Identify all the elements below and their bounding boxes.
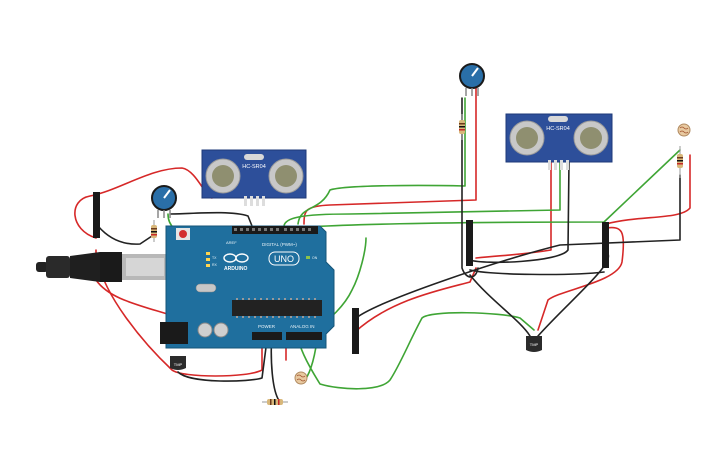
wire-black [177, 331, 269, 382]
potentiometer-top[interactable] [459, 63, 485, 96]
usb-cable-end [36, 262, 48, 272]
arduino-logo-icon [223, 253, 249, 263]
capacitor [213, 322, 229, 338]
usb-cable-plug [70, 252, 100, 282]
crystal-oscillator [195, 283, 217, 293]
resistor-right [677, 146, 683, 178]
wire-red [537, 226, 625, 331]
rx-label: RX [212, 263, 218, 267]
reset-button [179, 230, 187, 238]
temperature-sensor-right: TMP [526, 336, 542, 352]
header-strip-right [602, 222, 609, 268]
arduino-uno: AREF DIGITAL (PWM~) TX RX ARDUINO UNO ON [160, 225, 335, 349]
power-label: POWER [258, 324, 276, 329]
analog-header [286, 332, 322, 340]
usb-cable-boot [46, 256, 70, 278]
resistor-left [151, 220, 157, 242]
wire-black [469, 269, 605, 276]
on-label: ON [312, 256, 318, 260]
wire-green [297, 97, 466, 225]
atmega-chip [232, 300, 322, 316]
crystal [548, 116, 568, 122]
wire-black [469, 159, 570, 264]
arduino-model: UNO [274, 254, 294, 264]
usb-connector [100, 252, 122, 282]
wire-black [469, 274, 531, 337]
digital-label: DIGITAL (PWM~) [262, 242, 297, 247]
sensor-model-label: HC-SR04 [546, 126, 570, 132]
power-jack [160, 322, 188, 344]
power-header [252, 332, 282, 340]
wire-green [283, 159, 561, 227]
resistor-top [459, 114, 465, 140]
ultrasonic-sensor-left: HC-SR04 [201, 149, 307, 206]
wire-red [74, 167, 213, 239]
header-strip-center [466, 220, 473, 266]
wire-red [605, 154, 691, 225]
digital-header [232, 226, 318, 234]
uno-badge [268, 251, 300, 266]
resistor-bottom [262, 399, 288, 405]
tx-label: TX [212, 256, 217, 260]
header-strip-middle [352, 308, 359, 354]
wire-red [97, 261, 263, 377]
potentiometer-left[interactable] [151, 185, 177, 218]
sensor-model-label: HC-SR04 [242, 164, 266, 170]
tmp-body [170, 356, 186, 370]
arduino-board [165, 225, 335, 349]
usb-cable [36, 252, 168, 282]
arduino-brand: ARDUINO [224, 266, 247, 272]
header-strip-left [93, 192, 100, 238]
wire-black [355, 174, 681, 319]
analog-label: ANALOG IN [290, 324, 315, 329]
photoresistor-right [677, 123, 691, 137]
ldr-icon [677, 123, 691, 137]
wire-green [283, 149, 681, 231]
ldr-icon [294, 371, 308, 385]
wire-red [354, 267, 477, 333]
wire-black [537, 251, 610, 337]
crystal [244, 154, 264, 160]
wire-black [97, 225, 153, 245]
tmp-body [526, 336, 542, 352]
tmp-label: TMP [530, 342, 539, 347]
temperature-sensor-left: TMP [170, 356, 186, 370]
aref-label: AREF [226, 240, 237, 245]
wire-red [475, 159, 552, 259]
capacitor [197, 322, 213, 338]
tmp-label: TMP [174, 362, 183, 367]
wire-red [303, 87, 477, 225]
wire-black [169, 211, 253, 227]
ultrasonic-sensor-right: HC-SR04 [505, 113, 613, 170]
photoresistor-bottom [294, 371, 308, 385]
